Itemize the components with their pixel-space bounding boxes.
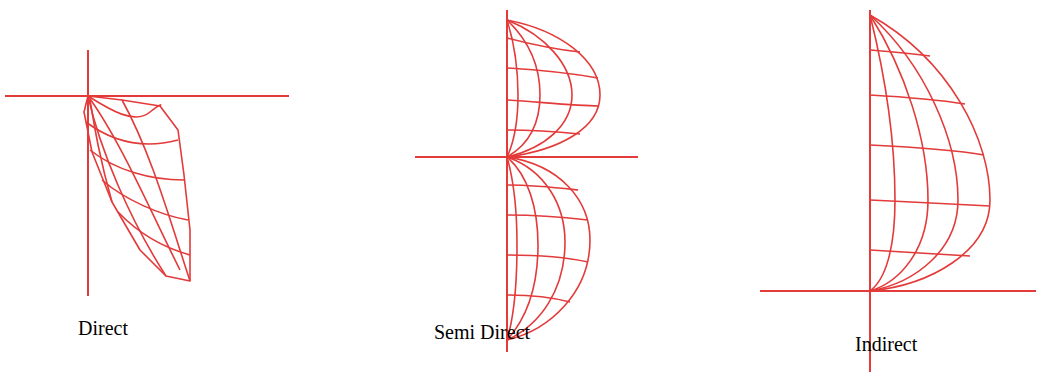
indirect-distribution bbox=[760, 10, 1036, 372]
caption-label: Indirect bbox=[855, 332, 917, 356]
semi-direct-distribution bbox=[415, 10, 638, 352]
caption-label: Direct bbox=[78, 316, 128, 340]
direct-distribution bbox=[5, 50, 289, 296]
caption-label: Semi Direct bbox=[434, 320, 530, 344]
